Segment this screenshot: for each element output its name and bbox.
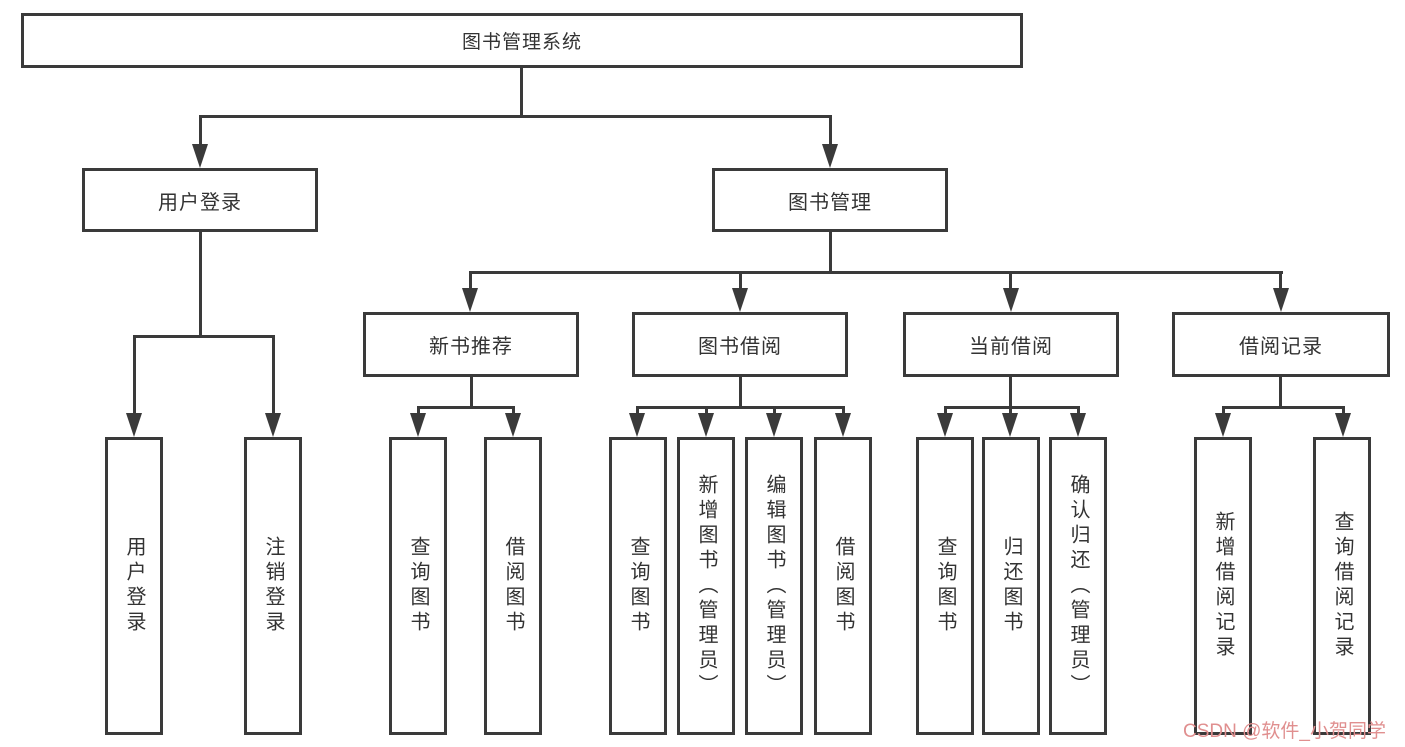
node-current-borrowing: 当前借阅 (903, 312, 1119, 377)
connector-line (1222, 406, 1344, 409)
leaf-query-books-recommend: 查询图书 (389, 437, 447, 735)
arrow-down-icon (822, 144, 838, 168)
leaf-add-books-admin: 新增图书（管理员） (677, 437, 735, 735)
leaf-query-borrow-record-label: 查询借阅记录 (1331, 511, 1353, 661)
leaf-borrow-books-recommend-label: 借阅图书 (502, 536, 524, 636)
leaf-borrow-books-label: 借阅图书 (832, 536, 854, 636)
node-user-login-label: 用户登录 (158, 191, 242, 214)
connector-line (470, 377, 473, 409)
arrow-down-icon (629, 413, 645, 437)
arrow-down-icon (265, 413, 281, 437)
arrow-down-icon (937, 413, 953, 437)
node-book-management-label: 图书管理 (788, 191, 872, 214)
leaf-logout: 注销登录 (244, 437, 302, 735)
node-borrowing-records-label: 借阅记录 (1239, 336, 1323, 358)
connector-line (133, 335, 275, 338)
leaf-return-books: 归还图书 (982, 437, 1040, 735)
connector-line (199, 115, 202, 151)
connector-line (272, 335, 275, 421)
leaf-borrow-books: 借阅图书 (814, 437, 872, 735)
connector-line (829, 232, 832, 274)
connector-line (133, 335, 136, 421)
arrow-down-icon (1002, 413, 1018, 437)
connector-line (520, 68, 523, 116)
leaf-return-books-label: 归还图书 (1000, 536, 1022, 636)
arrow-down-icon (462, 288, 478, 312)
leaf-borrow-books-recommend: 借阅图书 (484, 437, 542, 735)
leaf-user-login: 用户登录 (105, 437, 163, 735)
arrow-down-icon (1070, 413, 1086, 437)
leaf-add-books-admin-label: 新增图书（管理员） (695, 473, 717, 699)
connector-line (829, 115, 832, 151)
leaf-edit-books-admin-label: 编辑图书（管理员） (763, 473, 785, 699)
leaf-user-login-label: 用户登录 (123, 536, 145, 636)
arrow-down-icon (698, 413, 714, 437)
connector-line (739, 377, 742, 409)
node-root: 图书管理系统 (21, 13, 1023, 68)
leaf-logout-label: 注销登录 (262, 536, 284, 636)
node-book-borrowing: 图书借阅 (632, 312, 848, 377)
connector-line (1279, 377, 1282, 409)
node-book-management: 图书管理 (712, 168, 948, 232)
node-book-borrowing-label: 图书借阅 (698, 336, 782, 358)
arrow-down-icon (505, 413, 521, 437)
leaf-query-books-borrow: 查询图书 (609, 437, 667, 735)
arrow-down-icon (1335, 413, 1351, 437)
leaf-confirm-return-admin-label: 确认归还（管理员） (1067, 473, 1089, 699)
arrow-down-icon (410, 413, 426, 437)
leaf-confirm-return-admin: 确认归还（管理员） (1049, 437, 1107, 735)
connector-line (1279, 271, 1282, 293)
leaf-query-books-current-label: 查询图书 (934, 536, 956, 636)
connector-line (944, 406, 1080, 409)
connector-line (469, 271, 472, 293)
arrow-down-icon (835, 413, 851, 437)
node-new-book-recommendation: 新书推荐 (363, 312, 579, 377)
leaf-edit-books-admin: 编辑图书（管理员） (745, 437, 803, 735)
arrow-down-icon (1215, 413, 1231, 437)
connector-line (469, 271, 1283, 274)
arrow-down-icon (766, 413, 782, 437)
leaf-add-borrow-record: 新增借阅记录 (1194, 437, 1252, 735)
node-user-login: 用户登录 (82, 168, 318, 232)
connector-line (636, 406, 844, 409)
arrow-down-icon (192, 144, 208, 168)
node-new-book-recommendation-label: 新书推荐 (429, 336, 513, 358)
connector-line (1009, 271, 1012, 293)
node-borrowing-records: 借阅记录 (1172, 312, 1390, 377)
connector-line (417, 406, 515, 409)
node-root-label: 图书管理系统 (461, 32, 582, 53)
arrow-down-icon (1003, 288, 1019, 312)
connector-line (199, 232, 202, 338)
leaf-add-borrow-record-label: 新增借阅记录 (1212, 511, 1234, 661)
node-current-borrowing-label: 当前借阅 (969, 336, 1053, 358)
connector-line (199, 115, 831, 118)
leaf-query-books-borrow-label: 查询图书 (627, 536, 649, 636)
leaf-query-borrow-record: 查询借阅记录 (1313, 437, 1371, 735)
leaf-query-books-current: 查询图书 (916, 437, 974, 735)
connector-line (1009, 377, 1012, 409)
arrow-down-icon (732, 288, 748, 312)
arrow-down-icon (126, 413, 142, 437)
connector-line (739, 271, 742, 293)
watermark: CSDN @软件_小贺同学 (1183, 721, 1386, 742)
leaf-query-books-recommend-label: 查询图书 (407, 536, 429, 636)
arrow-down-icon (1273, 288, 1289, 312)
